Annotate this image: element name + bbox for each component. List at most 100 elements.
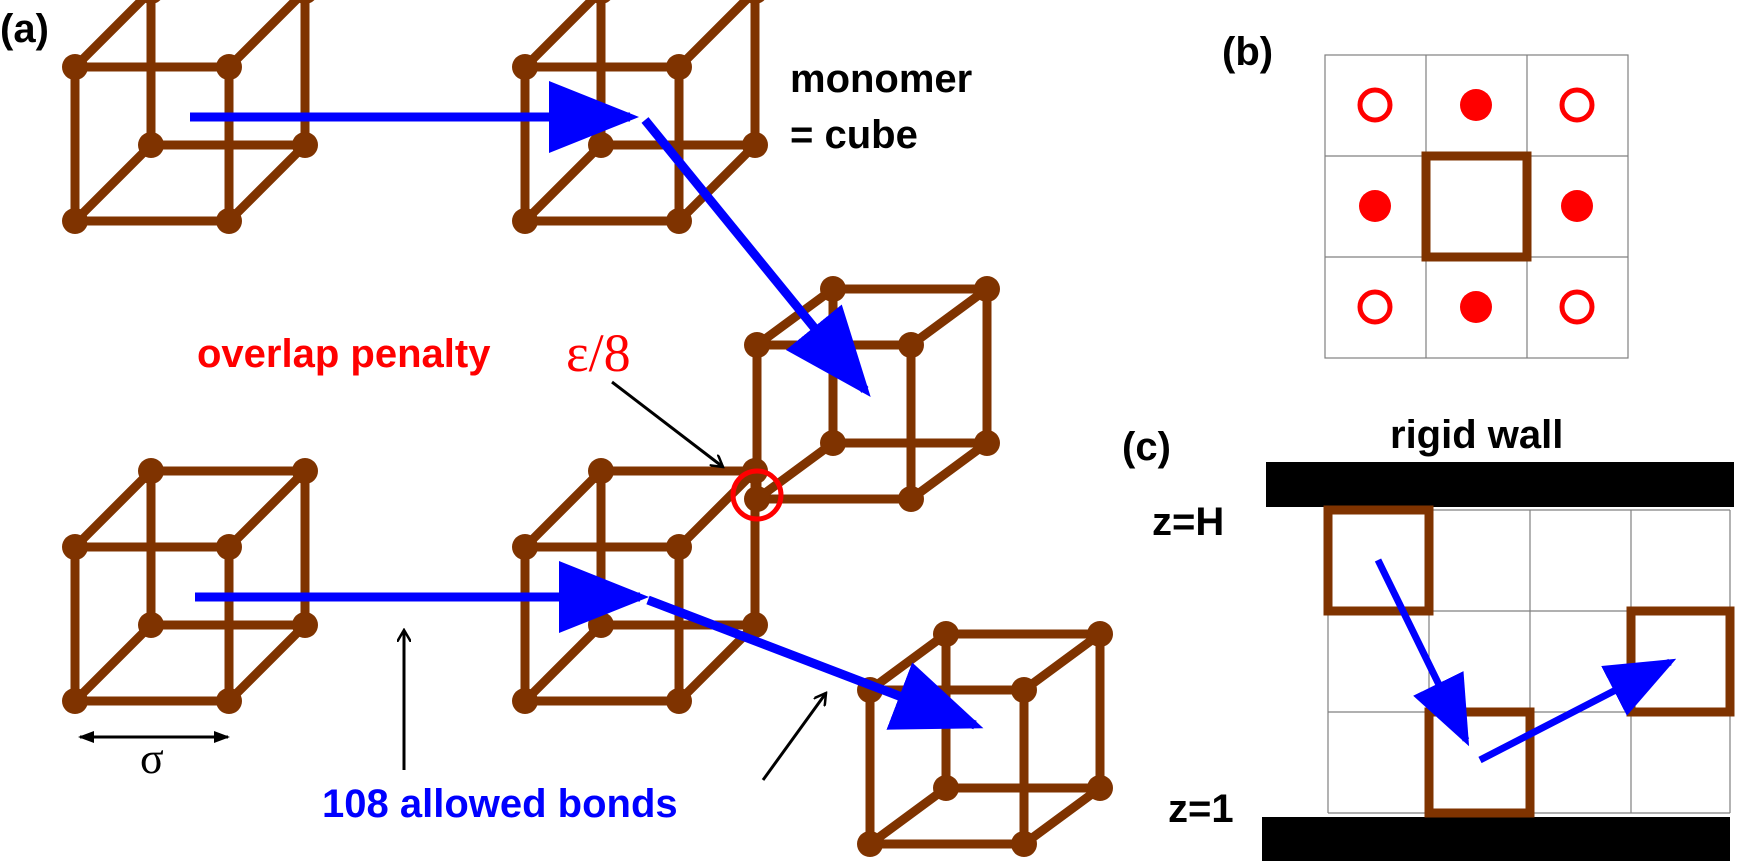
cube-vertex [62,534,88,560]
cube-vertex [898,486,924,512]
monomer-square-right [1626,606,1735,717]
monomer-squares-c [1323,505,1735,818]
cube-vertex [588,132,614,158]
cube-vertex [745,0,765,4]
cube-vertex [138,132,164,158]
cube-vertex [857,831,883,857]
cube-vertex [1011,831,1037,857]
diagonal-neighbor-site [1559,87,1595,123]
cube-vertex [744,332,770,358]
monomer-cube [62,0,318,234]
cube-vertex [138,612,164,638]
edge-neighbor-site [1460,89,1492,121]
bond-arrow-c1 [1374,558,1470,747]
cube-vertex [666,688,692,714]
cube-vertex [216,534,242,560]
cube-vertex [292,458,318,484]
z-bottom-label: z=1 [1168,787,1234,831]
monomer-cube [857,621,1113,857]
cube-vertex [974,276,1000,302]
cube-vertex [512,688,538,714]
cube-edge [70,466,156,552]
edge-neighbor-site [1359,190,1391,222]
cube-vertex [666,208,692,234]
bond-pointer-diag [761,693,826,781]
panel-c-label: (c) [1122,425,1171,469]
cube-vertex [666,534,692,560]
cube-vertex [138,458,164,484]
monomer-cube [512,458,768,714]
monomer-cube [744,276,1000,512]
cube-edge [224,140,310,226]
cube-vertex [216,208,242,234]
monomer-cube [62,458,318,714]
monomer-square-top [1323,505,1434,616]
cube-edge [224,620,310,706]
cube-edge [520,466,606,552]
cube-edge [70,140,156,226]
cube-vertex [742,612,768,638]
diagonal-neighbor-site [1357,289,1393,325]
cube-edge [1019,783,1105,849]
cube-vertex [62,208,88,234]
cube-edge [1019,629,1105,695]
cube-edge [674,140,760,226]
bond-arrow-4 [646,595,984,730]
cube-vertex [292,612,318,638]
cube-vertex [512,534,538,560]
overlap-penalty-symbol: ε/8 [566,323,631,383]
cube-edge [520,620,606,706]
overlap-pointer [611,380,723,467]
cube-vertex [742,132,768,158]
overlap-marker [730,468,784,522]
bottom-wall [1262,817,1730,861]
cube-edge [752,438,838,504]
cube-vertex [974,430,1000,456]
cube-vertex [512,208,538,234]
monomer-square-bottom [1424,707,1535,818]
z-top-label: z=H [1152,500,1224,544]
cube-vertex [216,54,242,80]
overlap-penalty-label: overlap penalty [197,332,491,376]
cube-vertex [216,688,242,714]
cube-vertex [588,458,614,484]
monomer-square-b [1421,151,1532,262]
cube-vertex [933,621,959,647]
top-wall [1266,462,1734,507]
diagonal-neighbor-site [1357,87,1393,123]
cube-edge [674,0,753,72]
cube-vertex [820,276,846,302]
diagonal-neighbor-site [1559,289,1595,325]
bond-arrow-2 [641,117,871,397]
edge-neighbor-site [1561,190,1593,222]
panel-a-label: (a) [0,7,49,51]
neighbor-sites [1357,87,1595,325]
cube-vertex [62,54,88,80]
cube-edge [520,0,599,72]
cube-edge [865,783,951,849]
bond-arrows [190,81,984,730]
bond-arrow-c2 [1478,658,1677,764]
cube-edge [906,438,992,504]
monomer-cubes [62,0,1113,857]
cube-vertex [591,0,611,4]
cube-vertex [292,132,318,158]
cube-vertex [1087,621,1113,647]
cube-edge [520,140,606,226]
cube-edge [70,620,156,706]
cube-edge [865,629,951,695]
cube-vertex [933,775,959,801]
panel-b-label: (b) [1222,30,1273,74]
cube-edge [906,284,992,350]
monomer-label: monomer [790,57,972,101]
cube-vertex [820,430,846,456]
cube-edge [70,0,149,72]
cube-vertex [1087,775,1113,801]
sigma-label: σ [140,734,164,783]
cube-vertex [1011,677,1037,703]
cube-label: = cube [790,113,918,157]
cube-edge [224,0,303,72]
cube-vertex [588,612,614,638]
cube-vertex [62,688,88,714]
